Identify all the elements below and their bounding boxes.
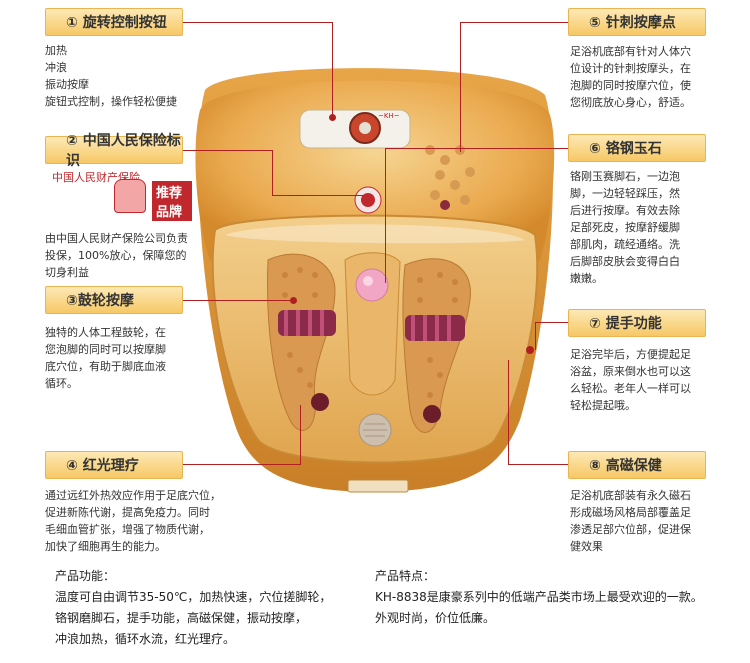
feature-desc-3: 独特的人体工程鼓轮，在 您泡脚的同时可以按摩脚 底穴位，有助于脚底血液 循环。 [45, 326, 166, 390]
needle-massage-area [425, 145, 475, 205]
thumb-up-icon [114, 179, 146, 213]
leader-2h [272, 195, 364, 196]
product-functions-title: 产品功能： [55, 569, 116, 583]
feature-label-7: ⑦ 提手功能 [568, 309, 706, 337]
leader-2v [272, 150, 273, 195]
leader-6v [385, 148, 386, 283]
red-light-right [423, 405, 441, 423]
leader-1-dot [329, 114, 336, 121]
leader-4 [182, 464, 300, 465]
leader-8v [508, 360, 509, 464]
feature-desc-2: 由中国人民财产保险公司负责 投保，100%放心，保障您的 切身利益 [45, 232, 188, 279]
handle-marker [526, 346, 534, 354]
roller-drum-left [278, 310, 336, 336]
leader-5v [460, 22, 461, 152]
product-features: 产品特点： KH-8838是康豪系列中的低端产品类市场上最受欢迎的一款。 外观时… [375, 566, 745, 629]
leader-2 [182, 150, 272, 151]
feature-desc-7: 足浴完毕后，方便提起足 浴盆，原来倒水也可以这 么轻松。老年人一样可以 轻松提起… [570, 348, 691, 412]
feature-desc-1: 加热 冲浪 振动按摩 旋钮式控制，操作轻松便捷 [45, 44, 177, 108]
feature-desc-6: 铬刚玉赛脚石，一边泡 脚，一边轻轻踩压，然 后进行按摩。有效去除 足部死皮，按摩… [570, 170, 680, 285]
red-light-left [311, 393, 329, 411]
insurance-badge: 中国人民财产保险 推荐品牌 [52, 165, 192, 225]
feature-label-4: ④ 红光理疗 [45, 451, 183, 479]
feature-label-8: ⑧ 高磁保健 [568, 451, 706, 479]
leader-4v [300, 405, 301, 465]
leader-5 [460, 22, 570, 23]
feature-label-1: ① 旋转控制按钮 [45, 8, 183, 36]
feature-label-3: ③鼓轮按摩 [45, 286, 183, 314]
leader-7v [535, 322, 536, 350]
product-functions: 产品功能： 温度可自由调节35-50℃，加热快速，穴位搓脚轮， 铬钢磨脚石，提手… [55, 566, 355, 650]
insurance-badge-main-text: 推荐品牌 [152, 181, 192, 221]
leader-8 [508, 464, 568, 465]
svg-text:~KH~: ~KH~ [378, 112, 400, 120]
feature-label-6: ⑥ 铬钢玉石 [568, 134, 706, 162]
feature-label-2: ② 中国人民保险标识 [45, 133, 183, 169]
feature-desc-8: 足浴机底部装有永久磁石 形成磁场风格局部覆盖足 渗透足部穴位部，促进保 健效果 [570, 489, 691, 553]
front-badge [347, 479, 409, 493]
feature-desc-5: 足浴机底部有针对人体穴 位设计的针刺按摩头，在 泡脚的同时按摩穴位，使 您彻底放… [570, 45, 691, 109]
product-features-title: 产品特点： [375, 569, 436, 583]
leader-6 [385, 148, 570, 149]
roller-drum-right [405, 315, 465, 341]
leader-3 [182, 300, 292, 301]
chrome-stone [355, 268, 389, 302]
feature-desc-4: 通过远红外热效应作用于足底穴位， 促进新陈代谢，提高免疫力。同时 毛细血管扩张，… [45, 489, 221, 553]
basin-rim [195, 80, 555, 260]
needle-point-marker [440, 200, 450, 210]
leader-3-dot [290, 297, 297, 304]
feature-label-5: ⑤ 针刺按摩点 [568, 8, 706, 36]
leader-7 [535, 322, 568, 323]
leader-1 [182, 22, 332, 23]
leader-1v [332, 22, 333, 117]
